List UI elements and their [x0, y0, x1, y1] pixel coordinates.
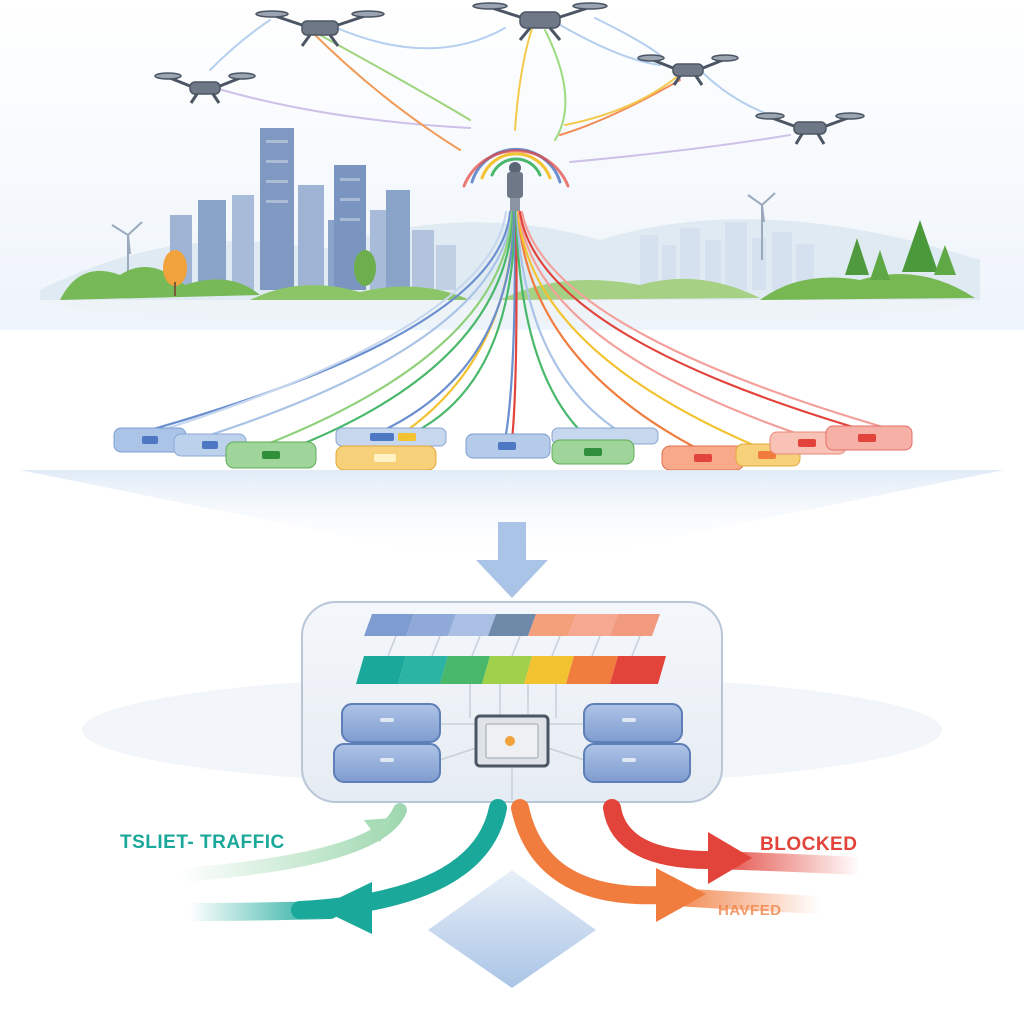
- secondary-output-label: HAVFED: [718, 902, 782, 919]
- allowed-traffic-label: TSLIET- TRAFFIC: [120, 832, 285, 853]
- arrow-down-icon: [476, 522, 548, 598]
- funnel: [20, 470, 1004, 560]
- tree-icon: [60, 220, 975, 300]
- output-diamond: [428, 870, 596, 988]
- router-node-icon: [113, 425, 913, 471]
- antenna-tower-icon: [462, 148, 570, 212]
- output-arrows: [173, 799, 869, 934]
- drone-signal-links: [204, 17, 791, 163]
- server-icon: [333, 703, 691, 783]
- chip-icon: [474, 714, 550, 768]
- fiber-bundle: [128, 210, 902, 452]
- filter-mid-row: [356, 656, 666, 684]
- filter-top-row: [364, 614, 660, 636]
- filter-connectors: [387, 635, 641, 800]
- drone-icon: [154, 2, 865, 145]
- blocked-label: BLOCKED: [760, 834, 858, 855]
